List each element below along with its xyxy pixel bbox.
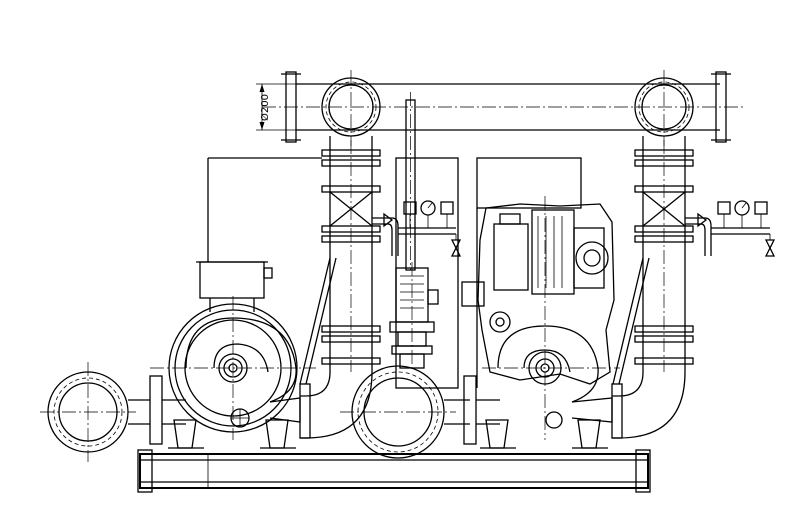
right-gauge-branch bbox=[685, 200, 776, 257]
center-panels bbox=[395, 157, 582, 389]
left-control-frame bbox=[207, 157, 322, 262]
center-vertical-pipe bbox=[405, 92, 416, 271]
top-header-pipe bbox=[262, 71, 745, 143]
left-pump-feet bbox=[168, 419, 296, 449]
right-pump-volute bbox=[482, 325, 620, 429]
electric-motor bbox=[150, 296, 316, 440]
gauge-box-icon bbox=[754, 201, 768, 215]
right-pump-feet bbox=[480, 419, 608, 449]
base-frame bbox=[137, 449, 651, 493]
top-flange-right bbox=[634, 70, 694, 146]
jockey-pump bbox=[389, 262, 439, 372]
diameter-label: Ø200 bbox=[259, 94, 271, 121]
suction-flange-center bbox=[340, 365, 500, 459]
left-riser bbox=[299, 136, 381, 385]
left-discharge-elbow bbox=[299, 371, 373, 439]
gauge-box-icon bbox=[717, 201, 731, 215]
electric-motor-terminal-box bbox=[196, 261, 273, 312]
diameter-dimension: Ø200 bbox=[256, 83, 296, 131]
diesel-engine bbox=[461, 196, 615, 440]
left-pump-volute bbox=[185, 317, 301, 428]
left-gauge-branch bbox=[372, 200, 462, 257]
right-discharge-elbow bbox=[611, 371, 686, 439]
top-flange-left bbox=[321, 70, 381, 146]
gauge-box-icon bbox=[440, 201, 454, 215]
right-riser bbox=[612, 136, 694, 385]
suction-flange-left bbox=[40, 362, 186, 462]
